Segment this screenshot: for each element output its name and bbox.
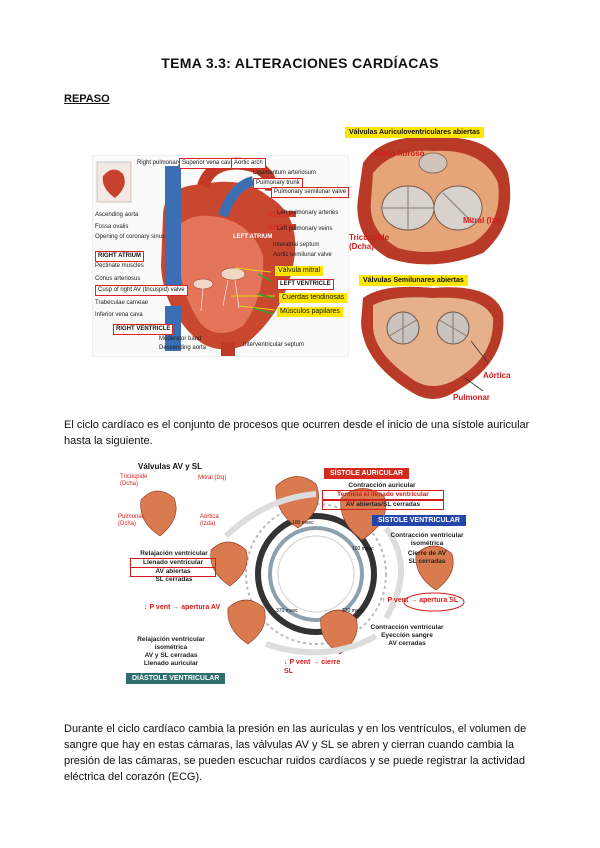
label-ascending-aorta: Ascending aorta [95, 212, 139, 218]
timing-t3: 370 msec [342, 608, 364, 614]
paragraph-cardiac-cycle-definition: El ciclo cardíaco es el conjunto de proc… [64, 419, 530, 447]
relax-iso-line3: AV y SL cerradas [144, 652, 198, 659]
label-fossa-ovalis: Fossa ovalis [95, 224, 129, 230]
label-mitral-izq: Mitral (Izq) [463, 216, 503, 225]
label-coronary-sinus: Opening of coronary sinus [95, 234, 166, 240]
sv-line1: Contracción ventricular isométrica [390, 532, 464, 547]
label-superior-vena-cava: Superior vena cava [179, 158, 237, 169]
label-aortica: Aórtica [483, 371, 511, 380]
label-anillo-fibroso: Anillo fibroso [373, 149, 425, 158]
badge-sistole-auricular: SÍSTOLE AURICULAR [324, 468, 410, 479]
badge-sistole-ventricular: SÍSTOLE VENTRICULAR [372, 515, 466, 526]
label-anillo-text: Anillo fibroso [373, 149, 425, 158]
label-conus-arteriosus: Conus arteriosus [95, 276, 141, 282]
label-moderator-band: Moderator band [159, 336, 202, 342]
label-tricuspide-text: Tricúspide (Dcha) [349, 233, 390, 251]
section-heading: REPASO [64, 93, 110, 105]
sv-line3: SL cerradas [408, 558, 446, 565]
cardiac-cycle-figure: Válvulas AV y SL Tricúspide (Dcha) Mitra… [116, 458, 490, 690]
label-interatrial-septum: Interatrial septum [273, 242, 320, 248]
sa-line2: Termina el llenado ventricular [322, 490, 444, 500]
heart-anatomy-figure: Right pulmonary arteries Ascending aorta… [92, 155, 350, 357]
paragraph-cardiac-cycle-changes: Durante el ciclo cardíaco cambia la pres… [64, 723, 527, 783]
valves-figure: Válvulas Auriculoventriculares abiertas … [343, 123, 518, 408]
relax-iso-line2: isométrica [154, 644, 188, 651]
valves-illustration [357, 137, 511, 399]
highlight-papillary-muscles: Músculos papilares [277, 307, 343, 317]
label-cycle-aortica: Aórtica (Izda) [200, 514, 219, 527]
label-trabeculae: Trabeculae carneae [95, 300, 149, 306]
av-valves-banner: Válvulas Auriculoventriculares abiertas [345, 127, 484, 138]
label-interventricular-septum: Interventricular septum [243, 342, 305, 348]
label-inferior-vena-cava: Inferior vena cava [95, 312, 143, 318]
label-tricuspid-cusp: Cusp of right AV (tricuspid) valve [95, 285, 188, 296]
sv-line2: Cierre de AV [407, 550, 447, 557]
eyeccion-line3: AV cerradas [388, 640, 426, 647]
timing-t1: 100 msec [292, 520, 314, 526]
cardiac-cycle-diagram [140, 476, 465, 656]
label-left-pulmonary-veins: Left pulmonary veins [277, 226, 333, 232]
eyeccion-line1: Contracción ventricular [370, 624, 444, 631]
relax-line1: Relajación ventricular [140, 550, 208, 557]
eyeccion-line2: Eyección sangre [381, 632, 433, 639]
label-aortic-arch: Aortic arch [231, 158, 266, 169]
label-pectinate-muscles: Pectinate muscles [95, 263, 144, 269]
pvent-up-apertura-sl: ↑ P vent → apertura SL [382, 597, 459, 604]
page-title: TEMA 3.3: ALTERACIONES CARDÍACAS [161, 55, 439, 71]
label-right-atrium: RIGHT ATRIUM [95, 251, 144, 262]
relax-line4: SL cerradas [155, 576, 193, 583]
timing-t4: 370 msec [276, 608, 298, 614]
label-aortic-valve: Aortic semilunar valve [273, 252, 332, 258]
sa-line1: Contracción auricular [348, 482, 416, 489]
sl-valves-banner: Válvulas Semilunares abiertas [359, 275, 468, 286]
label-right-ventricle: RIGHT VENTRICLE [113, 324, 174, 335]
pvent-down-cierre-sl: ↓ P vent → cierre SL [284, 659, 341, 675]
relax-iso-line4: Llenado auricular [143, 660, 199, 667]
cycle-title: Válvulas AV y SL [138, 462, 203, 471]
pvent-down-apertura-av: ↓ P vent → apertura AV [144, 604, 221, 611]
label-mitral-text: Mitral (Izq) [463, 216, 503, 225]
label-tricuspide-dcha: Tricúspide (Dcha) [349, 233, 389, 251]
sa-line3: AV abiertas/SL cerradas [322, 500, 444, 510]
label-left-pulmonary-arteries: Left pulmonary arteries [277, 210, 339, 216]
highlight-chordae: Cuerdas tendinosas [279, 293, 348, 303]
label-descending-aorta: Descending aorta [159, 345, 207, 351]
relax-line3: AV abiertas [130, 567, 216, 577]
highlight-mitral-valve: Válvula mitral [275, 266, 324, 276]
label-ligamentum: Ligamentum arteriosum [253, 170, 317, 176]
label-left-ventricle: LEFT VENTRICLE [277, 279, 334, 290]
label-right-pulmonary-arteries: Right pulmonary arteries [137, 160, 203, 166]
label-cycle-mitral: Mitral (Izq) [198, 475, 227, 481]
label-cycle-tricuspide: Tricúspide (Dcha) [120, 474, 148, 487]
label-pulmonar: Pulmonar [453, 393, 490, 402]
timing-t2: 100 msec [352, 546, 374, 552]
label-left-atrium: LEFT ATRIUM [233, 234, 273, 240]
relax-iso-line1: Relajación ventricular [137, 636, 205, 643]
label-pulmonary-valve: Pulmonary semilunar valve [271, 187, 350, 198]
badge-diastole-ventricular: DIÁSTOLE VENTRICULAR [126, 673, 226, 684]
label-cycle-pulmonar: Pulmonar (Dcha) [118, 514, 144, 527]
